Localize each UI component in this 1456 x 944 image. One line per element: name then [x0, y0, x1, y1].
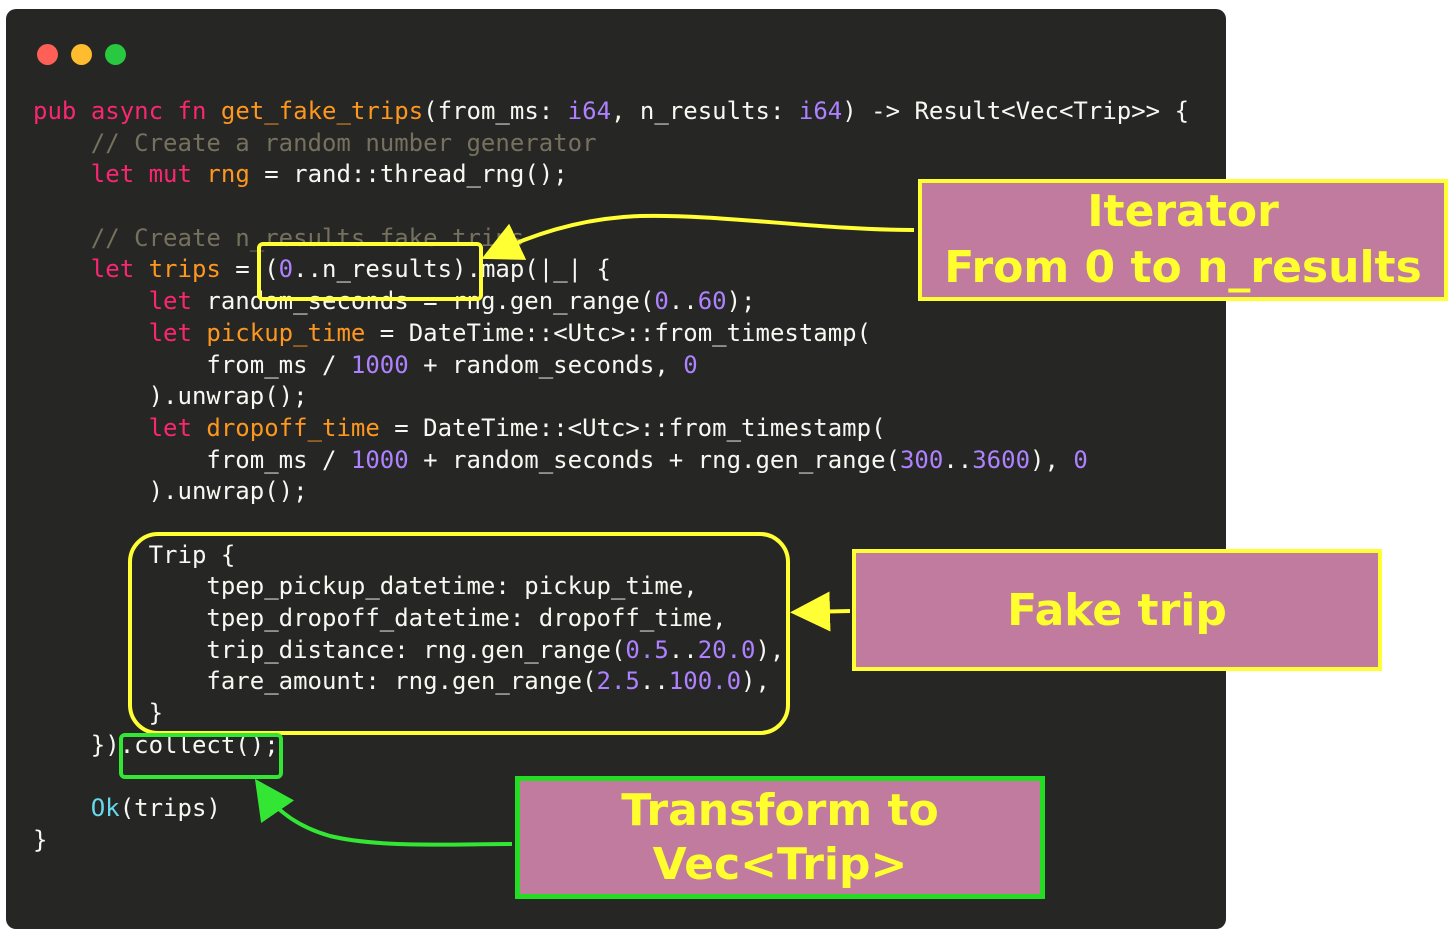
code-block: pub async fn get_fake_trips(from_ms: i64…	[33, 96, 1189, 857]
transform-callout: Transform to Vec<Trip>	[515, 776, 1045, 899]
code-line: let pickup_time = DateTime::<Utc>::from_…	[148, 318, 872, 347]
window-close-button[interactable]	[37, 44, 58, 65]
code-line: }	[33, 699, 164, 728]
code-line: let dropoff_time = DateTime::<Utc>::from…	[148, 413, 886, 442]
code-line: tpep_pickup_datetime: pickup_time,	[33, 572, 698, 601]
code-line: pub async fn get_fake_trips(from_ms: i64…	[33, 97, 1190, 125]
code-line: from_ms / 1000 + random_seconds, 0	[33, 350, 698, 379]
iterator-callout: Iterator From 0 to n_results	[918, 179, 1448, 301]
code-line: }	[33, 825, 48, 854]
code-line: Ok(trips)	[90, 794, 221, 823]
code-line: let random_seconds = rng.gen_range(0..60…	[148, 287, 756, 316]
code-line: let mut rng = rand::thread_rng();	[90, 160, 568, 189]
code-line	[33, 508, 1189, 540]
code-line: tpep_dropoff_datetime: dropoff_time,	[33, 604, 727, 632]
code-line: }).collect();	[33, 730, 279, 759]
code-line: ).unwrap();	[33, 477, 308, 506]
window-minimize-button[interactable]	[71, 44, 92, 65]
code-line: from_ms / 1000 + random_seconds + rng.ge…	[33, 445, 1088, 474]
window-zoom-button[interactable]	[105, 44, 126, 65]
code-line: Trip {	[33, 540, 236, 569]
code-line: // Create a random number generator	[90, 128, 597, 157]
code-line: fare_amount: rng.gen_range(2.5..100.0),	[33, 667, 770, 696]
code-line: trip_distance: rng.gen_range(0.5..20.0),	[33, 635, 785, 664]
fake-trip-callout: Fake trip	[852, 549, 1382, 671]
code-line: ).unwrap();	[33, 382, 308, 411]
code-line: let trips = (0..n_results).map(|_| {	[90, 255, 611, 284]
